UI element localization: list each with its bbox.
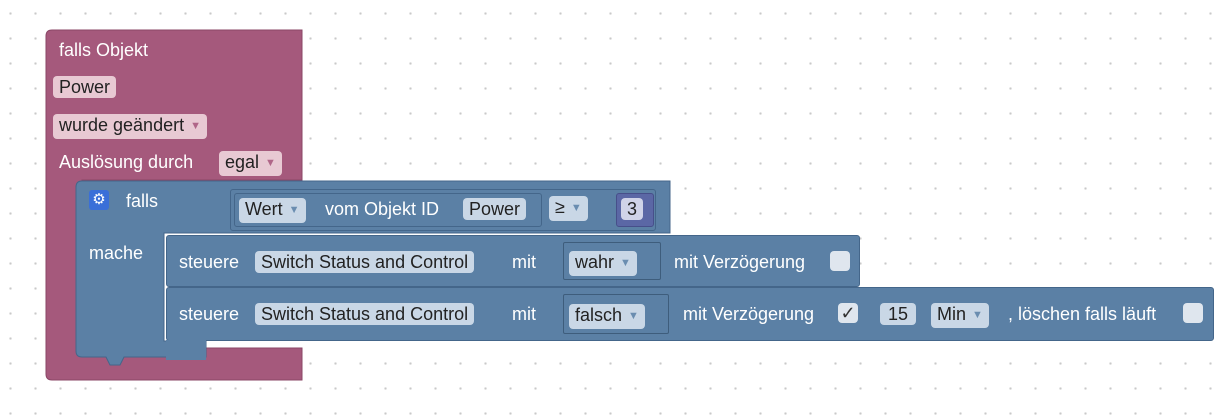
- action2-target-field[interactable]: Switch Status and Control: [255, 303, 475, 325]
- trigger-value: egal: [225, 152, 260, 172]
- do-label: mache: [89, 243, 144, 263]
- action2-value-slot: [563, 294, 669, 334]
- action2-delay-label: mit Verzögerung: [683, 304, 815, 324]
- dropdown-arrow-icon: ▼: [972, 309, 983, 321]
- action2-with-label: mit: [512, 304, 536, 324]
- action2-label: steuere: [179, 304, 240, 324]
- dropdown-arrow-icon: ▼: [190, 120, 201, 132]
- action2-value: falsch: [575, 305, 623, 325]
- if-block-bottom: [166, 340, 206, 360]
- compare-inner-slot: [234, 193, 542, 227]
- trigger-condition-dropdown[interactable]: wurde geändert ▼: [53, 114, 207, 139]
- dropdown-arrow-icon: ▼: [265, 157, 276, 169]
- trigger-object-field[interactable]: Power: [53, 76, 117, 98]
- action2-clear-label: , löschen falls läuft: [1008, 304, 1157, 324]
- compare-from-label: vom Objekt ID: [325, 199, 440, 219]
- dropdown-arrow-icon: ▼: [620, 257, 631, 269]
- compare-operator: ≥: [555, 197, 565, 217]
- action1-value-dropdown[interactable]: wahr ▼: [569, 251, 637, 276]
- action1-delay-checkbox[interactable]: [830, 251, 850, 271]
- action1-target-field[interactable]: Switch Status and Control: [255, 251, 475, 273]
- action1-value: wahr: [575, 252, 615, 272]
- trigger-label: Auslösung durch: [59, 152, 194, 172]
- settings-gear-button[interactable]: ⚙: [89, 190, 109, 210]
- dropdown-arrow-icon: ▼: [288, 204, 300, 216]
- compare-value-dropdown[interactable]: Wert ▼: [239, 198, 306, 223]
- dropdown-arrow-icon: ▼: [570, 202, 582, 214]
- trigger-value-dropdown[interactable]: egal ▼: [219, 151, 282, 176]
- action2-clear-checkbox[interactable]: [1183, 303, 1203, 323]
- compare-operator-dropdown[interactable]: ≥▼: [549, 196, 588, 221]
- trigger-title: falls Objekt: [59, 40, 149, 60]
- action1-delay-label: mit Verzögerung: [674, 252, 806, 272]
- action1-label: steuere: [179, 252, 240, 272]
- action2-unit: Min: [937, 304, 967, 324]
- action1-value-slot: [563, 242, 661, 280]
- gear-icon: ⚙: [92, 191, 106, 208]
- compare-number-field[interactable]: 3: [621, 198, 644, 220]
- compare-value-label: Wert: [245, 199, 283, 219]
- action2-value-dropdown[interactable]: falsch ▼: [569, 304, 645, 329]
- compare-object-field[interactable]: Power: [463, 198, 527, 220]
- dropdown-arrow-icon: ▼: [628, 310, 639, 322]
- check-icon: ✓: [840, 303, 856, 323]
- if-label: falls: [126, 191, 159, 211]
- action2-delay-value-field[interactable]: 15: [880, 303, 917, 325]
- action2-delay-checkbox[interactable]: ✓: [838, 303, 858, 323]
- action1-with-label: mit: [512, 252, 536, 272]
- trigger-condition-value: wurde geändert: [59, 115, 185, 135]
- action2-unit-dropdown[interactable]: Min ▼: [931, 303, 989, 328]
